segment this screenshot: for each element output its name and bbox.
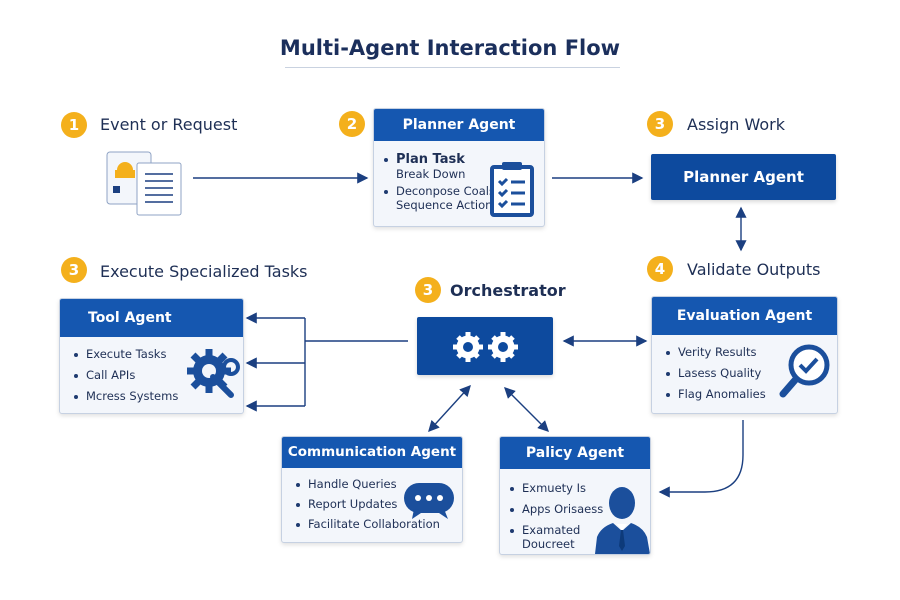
step-label-execute: Execute Specialized Tasks: [100, 262, 308, 281]
magnifier-check-icon: [779, 344, 830, 398]
step-label-assign: Assign Work: [687, 115, 785, 134]
diagram-title: Multi-Agent Interaction Flow: [279, 36, 621, 60]
card-header: Evaluation Agent: [652, 297, 837, 335]
arrow-evaluation-to-policy: [658, 420, 744, 498]
communication-agent-card[interactable]: Communication Agent Handle Queries Repor…: [281, 436, 463, 543]
list-item: Handle Queries: [296, 477, 462, 491]
planner-agent-box[interactable]: Planner Agent: [651, 154, 836, 200]
step-badge-2: 2: [339, 111, 365, 137]
step-badge-4: 4: [647, 256, 673, 282]
step-badge-1: 1: [61, 112, 87, 138]
step-badge-3: 3: [647, 111, 673, 137]
evaluation-agent-card[interactable]: Evaluation Agent Verity Results Lasess Q…: [651, 296, 838, 414]
list-item: Sequence Actions: [396, 198, 499, 212]
chat-bubble-icon: [404, 483, 454, 519]
orchestrator-box[interactable]: [417, 317, 553, 375]
step-label-orchestrator: Orchestrator: [450, 281, 566, 300]
list-item: Exmuety Is: [510, 481, 650, 495]
card-header: Tool Agent: [60, 299, 243, 337]
list-item: Verity Results: [666, 345, 837, 359]
tool-agent-card[interactable]: Tool Agent Execute Tasks Call APIs Mcres…: [59, 298, 244, 414]
step-label-event: Event or Request: [100, 115, 238, 134]
step-badge-3: 3: [61, 257, 87, 283]
planner-agent-card[interactable]: Planner Agent Plan Task Break Down Decon…: [373, 108, 545, 227]
list-item: Apps Orisaess: [510, 502, 650, 516]
list-item: Report Updates: [296, 497, 462, 511]
step-label-validate: Validate Outputs: [687, 260, 821, 279]
list-item: Lasess Quality: [666, 366, 837, 380]
card-header: Planner Agent: [374, 109, 544, 141]
list-item: Break Down: [396, 167, 466, 181]
list-item: Examated: [510, 523, 650, 537]
document-icon: [106, 151, 182, 216]
step-badge-3: 3: [415, 277, 441, 303]
policy-agent-card[interactable]: Palicy Agent Exmuety Is Apps Orisaess Ex…: [499, 436, 651, 555]
title-underline: [285, 67, 620, 68]
list-item: Call APIs: [74, 368, 243, 382]
list-item: Execute Tasks: [74, 347, 243, 361]
list-item: Deconpose Coals: [384, 184, 544, 198]
clipboard-checklist-icon: [490, 162, 534, 217]
list-item: Doucreet: [522, 537, 575, 551]
list-item: Facilitate Collaboration: [296, 517, 462, 531]
gear-wrench-icon: [187, 349, 240, 398]
gears-icon: [453, 332, 518, 362]
list-item: Flag Anomalies: [666, 387, 837, 401]
list-item: Plan Task: [384, 152, 544, 167]
card-header: Palicy Agent: [500, 437, 650, 469]
person-silhouette-icon: [595, 487, 650, 554]
arrow-orch-policy: [504, 387, 549, 432]
arrow-orch-communication: [428, 384, 471, 433]
card-header: Communication Agent: [282, 437, 462, 468]
list-item: Mcress Systems: [74, 389, 243, 403]
